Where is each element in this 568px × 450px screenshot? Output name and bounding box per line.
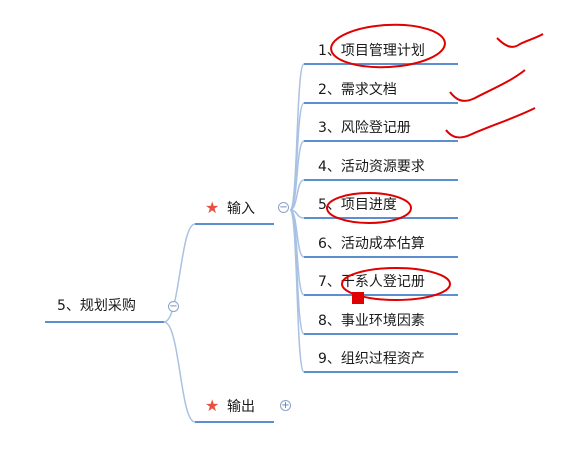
star-icon: ★	[205, 396, 220, 415]
connector-root-input	[163, 223, 196, 323]
input-item-3[interactable]: 3、风险登记册	[318, 120, 411, 136]
connector-root-output	[163, 321, 196, 423]
output-expand-toggle[interactable]: +	[280, 400, 291, 411]
input-item-connector	[289, 179, 305, 211]
cursor-marker	[352, 292, 364, 304]
input-item-7[interactable]: 7、干系人登记册	[318, 274, 425, 290]
input-item-8[interactable]: 8、事业环境因素	[318, 313, 425, 329]
input-item-1[interactable]: 1、项目管理计划	[318, 43, 425, 59]
root-collapse-toggle[interactable]: −	[168, 301, 179, 312]
branch-output-label[interactable]: 输出	[227, 399, 255, 415]
branch-input-label[interactable]: 输入	[227, 201, 255, 217]
input-item-6[interactable]: 6、活动成本估算	[318, 236, 425, 252]
input-item-2[interactable]: 2、需求文档	[318, 82, 397, 98]
star-icon: ★	[205, 198, 220, 217]
input-item-connector	[289, 63, 305, 211]
root-node-label[interactable]: 5、规划采购	[57, 298, 136, 314]
input-item-connector	[289, 209, 305, 373]
input-item-4[interactable]: 4、活动资源要求	[318, 159, 425, 175]
input-item-5[interactable]: 5、项目进度	[318, 197, 397, 213]
input-collapse-toggle[interactable]: −	[278, 202, 289, 213]
input-item-9[interactable]: 9、组织过程资产	[318, 351, 425, 367]
